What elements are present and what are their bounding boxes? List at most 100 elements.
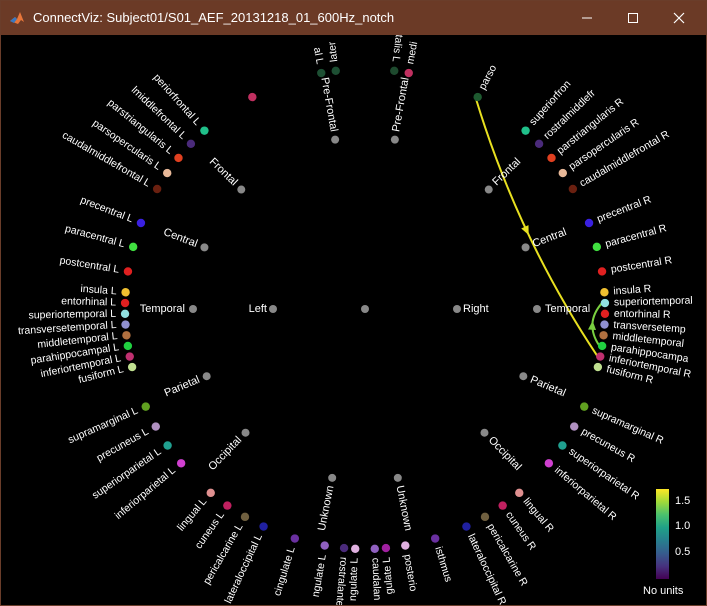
region-node[interactable] — [544, 459, 554, 468]
region-node[interactable] — [290, 534, 300, 543]
region-node[interactable] — [592, 242, 602, 252]
region-node[interactable] — [430, 534, 440, 543]
close-button[interactable] — [656, 1, 702, 35]
region-node[interactable] — [259, 522, 268, 531]
region-node[interactable] — [125, 352, 134, 361]
close-icon — [673, 12, 685, 24]
lobe-node — [390, 135, 399, 144]
region-node[interactable] — [596, 352, 605, 361]
region-node[interactable] — [597, 341, 607, 351]
region-node[interactable] — [176, 459, 186, 468]
title-bar[interactable]: ConnectViz: Subject01/S01_AEF_20131218_0… — [1, 1, 706, 35]
region-node[interactable] — [558, 441, 567, 450]
region-label: rostralanter — [333, 557, 350, 605]
region-node[interactable] — [584, 218, 594, 228]
region-label: insula R — [613, 283, 652, 298]
region-node[interactable] — [128, 242, 138, 252]
region-node[interactable] — [570, 422, 579, 431]
region-node[interactable] — [480, 512, 490, 522]
region-node[interactable] — [240, 512, 250, 522]
region-node[interactable] — [534, 139, 544, 148]
region-node[interactable] — [136, 218, 146, 228]
region-node[interactable] — [558, 168, 567, 178]
lobe-node — [393, 473, 402, 482]
region-node[interactable] — [121, 320, 130, 329]
region-label: ngulate L — [310, 553, 329, 598]
region-node[interactable] — [351, 544, 360, 554]
region-node[interactable] — [473, 92, 482, 102]
lobe-node — [519, 372, 528, 381]
region-node[interactable] — [174, 153, 183, 163]
region-node[interactable] — [370, 544, 379, 554]
region-node[interactable] — [600, 309, 610, 318]
region-label: medi — [404, 41, 420, 66]
lobe-node — [237, 185, 246, 194]
region-node[interactable] — [151, 422, 160, 431]
region-node[interactable] — [200, 126, 209, 135]
region-node[interactable] — [547, 153, 556, 163]
region-label: atalis L — [390, 35, 406, 63]
lobe-node — [521, 243, 530, 252]
region-node[interactable] — [120, 309, 130, 318]
lobe-node — [328, 473, 337, 482]
region-node[interactable] — [123, 267, 133, 276]
region-node[interactable] — [498, 501, 507, 510]
region-node[interactable] — [206, 488, 215, 498]
region-node[interactable] — [599, 331, 608, 340]
region-label: postcentral R — [610, 254, 673, 276]
lobe-node — [189, 305, 197, 313]
region-label: postcentral L — [59, 255, 120, 276]
region-node[interactable] — [521, 126, 530, 135]
region-node[interactable] — [404, 68, 413, 78]
minimize-button[interactable] — [564, 1, 610, 35]
region-node[interactable] — [600, 320, 609, 329]
region-label: paracentral L — [64, 223, 126, 250]
lobe-label: Parietal — [163, 374, 202, 400]
region-node[interactable] — [163, 168, 172, 178]
lobe-node — [533, 305, 541, 313]
region-node[interactable] — [223, 501, 232, 510]
colorbar — [656, 489, 669, 579]
region-node[interactable] — [331, 66, 340, 75]
region-node[interactable] — [320, 541, 329, 550]
region-node[interactable] — [580, 402, 589, 411]
region-node[interactable] — [593, 362, 603, 372]
region-label: paracentral R — [604, 222, 668, 250]
colorbar-tick: 1.0 — [675, 520, 691, 532]
region-node[interactable] — [339, 543, 349, 553]
region-node[interactable] — [121, 288, 130, 297]
region-node[interactable] — [123, 341, 133, 351]
region-node[interactable] — [381, 543, 391, 553]
region-node[interactable] — [248, 92, 257, 102]
region-node[interactable] — [568, 184, 578, 194]
lobe-node — [484, 185, 493, 194]
region-node[interactable] — [317, 68, 326, 78]
region-node[interactable] — [141, 402, 150, 411]
region-label: al L — [311, 46, 326, 65]
region-node[interactable] — [122, 331, 131, 340]
region-node[interactable] — [600, 288, 609, 297]
region-node[interactable] — [462, 522, 471, 531]
lobe-label: Central — [531, 226, 568, 250]
region-node[interactable] — [597, 267, 607, 276]
region-node[interactable] — [186, 139, 196, 148]
region-label: ngulate L — [347, 557, 361, 601]
region-node[interactable] — [390, 66, 399, 75]
matlab-icon — [10, 12, 24, 24]
region-node[interactable] — [515, 488, 524, 498]
region-node[interactable] — [163, 441, 172, 450]
lobe-node — [200, 243, 209, 252]
maximize-button[interactable] — [610, 1, 656, 35]
region-node[interactable] — [120, 298, 130, 308]
connectivity-circle-plot[interactable]: Pre-FrontalFrontalCentralTemporalParieta… — [1, 35, 706, 605]
region-label: later — [326, 40, 340, 62]
region-label: precentral R — [595, 193, 653, 225]
region-node[interactable] — [600, 298, 610, 308]
region-label: superiortemporal L — [28, 308, 116, 322]
region-node[interactable] — [401, 541, 410, 550]
hemisphere-node — [269, 305, 277, 313]
region-node[interactable] — [127, 362, 137, 372]
region-label: transversetemp — [613, 319, 686, 336]
region-node[interactable] — [152, 184, 162, 194]
